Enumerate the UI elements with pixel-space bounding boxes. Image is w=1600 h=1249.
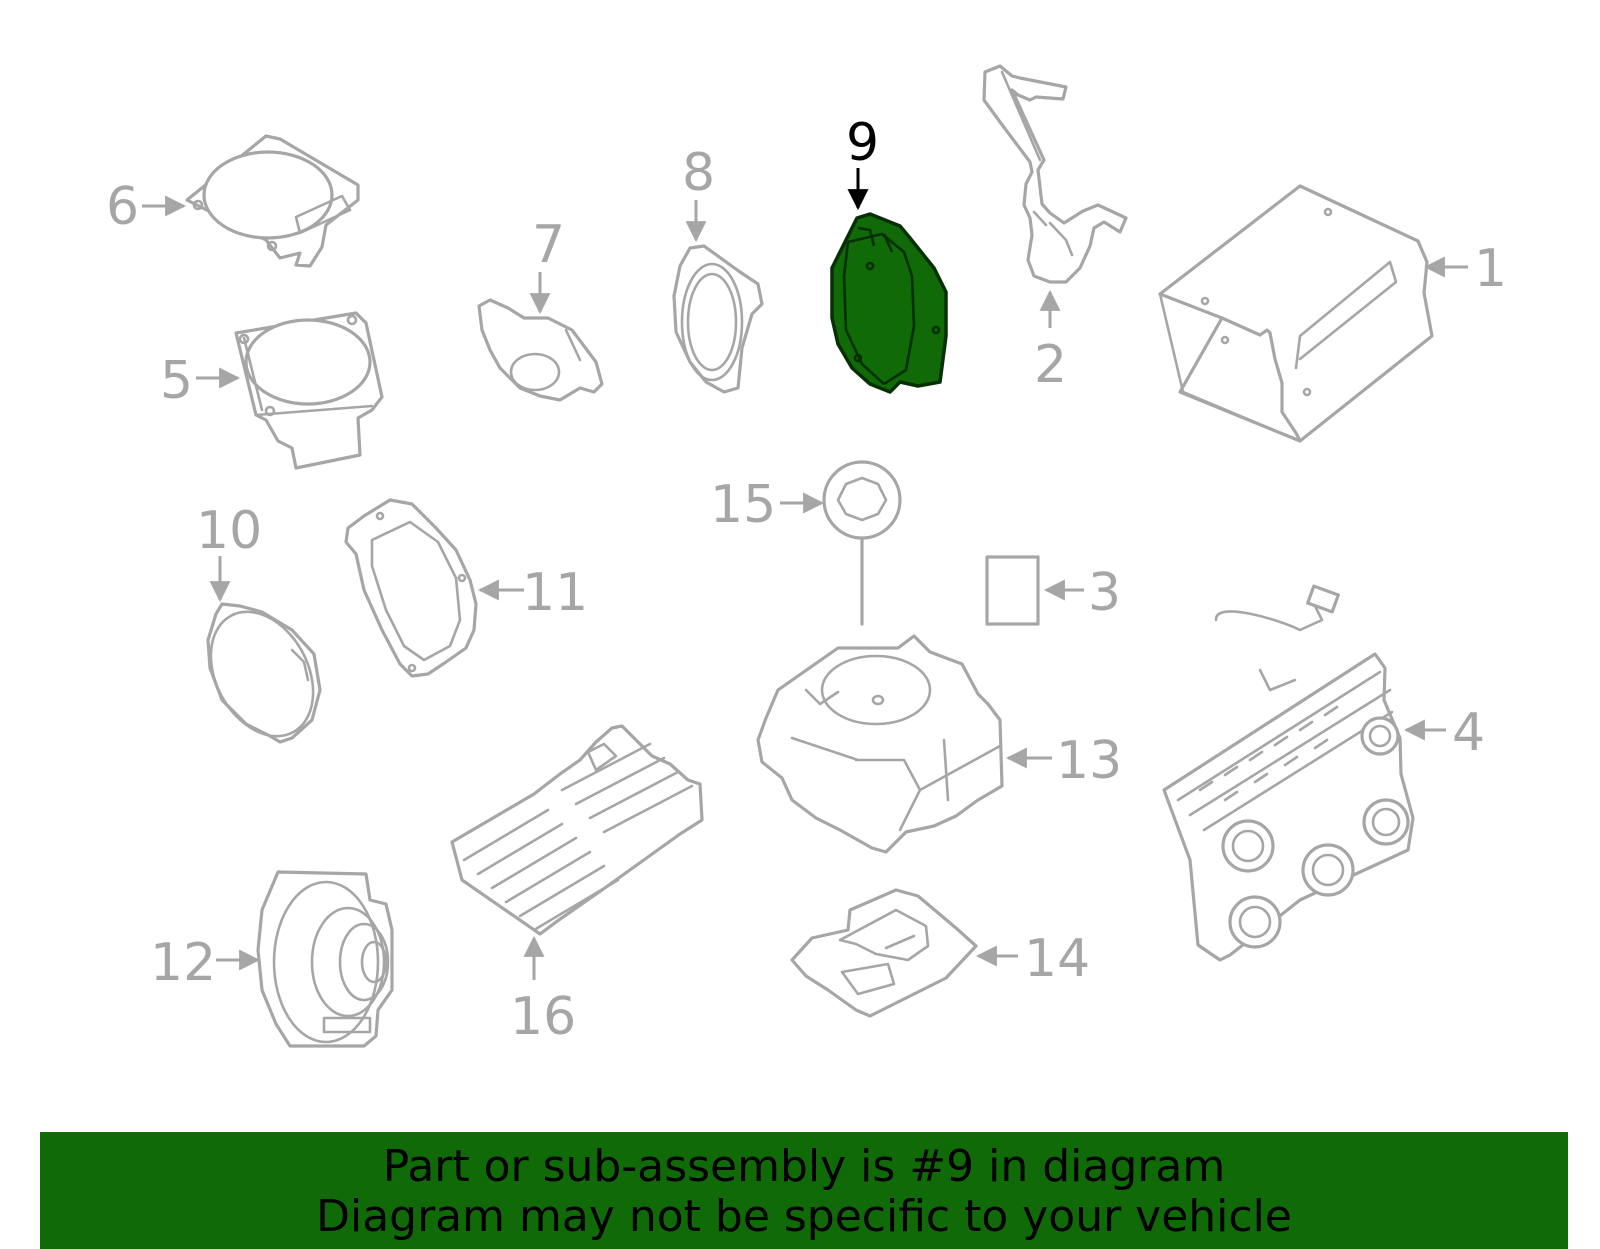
svg-text:1: 1 xyxy=(1474,239,1507,299)
parts-diagram: 1 2 3 4 xyxy=(106,64,1507,1048)
part-4-control-panel[interactable] xyxy=(1162,584,1415,962)
svg-text:11: 11 xyxy=(522,563,588,623)
banner-line-1: Part or sub-assembly is #9 in diagram xyxy=(382,1141,1226,1192)
part-14-module[interactable] xyxy=(790,888,978,1018)
svg-text:5: 5 xyxy=(160,351,193,411)
svg-text:10: 10 xyxy=(196,501,262,561)
svg-text:6: 6 xyxy=(106,177,139,237)
part-11-speaker-bracket[interactable] xyxy=(344,498,478,678)
banner-line-2: Diagram may not be specific to your vehi… xyxy=(316,1191,1292,1242)
svg-text:13: 13 xyxy=(1056,731,1122,791)
callout-1: 1 xyxy=(1423,239,1507,299)
part-13-subwoofer-enclosure[interactable] xyxy=(756,634,1004,854)
part-5-speaker[interactable] xyxy=(234,311,384,470)
part-16-amplifier[interactable] xyxy=(450,724,704,936)
part-2-antenna-cable[interactable] xyxy=(982,64,1128,284)
part-3-label[interactable] xyxy=(985,555,1040,626)
part-9-speaker-adapter[interactable] xyxy=(830,212,948,394)
svg-text:9: 9 xyxy=(846,113,879,173)
callout-5: 5 xyxy=(160,351,241,411)
callout-10: 10 xyxy=(196,501,262,603)
part-1-radio-unit[interactable] xyxy=(1158,184,1434,443)
svg-text:7: 7 xyxy=(532,215,565,275)
svg-text:14: 14 xyxy=(1024,929,1090,989)
callout-15: 15 xyxy=(710,475,825,535)
callout-4: 4 xyxy=(1403,703,1485,763)
callout-8: 8 xyxy=(682,143,715,243)
svg-text:12: 12 xyxy=(150,933,216,993)
svg-text:3: 3 xyxy=(1088,563,1121,623)
callout-16: 16 xyxy=(510,935,576,1047)
part-12-woofer[interactable] xyxy=(256,870,394,1048)
callout-9: 9 xyxy=(846,113,879,211)
info-banner: Part or sub-assembly is #9 in diagram Di… xyxy=(40,1132,1568,1249)
svg-text:15: 15 xyxy=(710,475,776,535)
callout-3: 3 xyxy=(1043,563,1121,623)
callout-6: 6 xyxy=(106,177,187,237)
svg-text:16: 16 xyxy=(510,987,576,1047)
callout-12: 12 xyxy=(150,933,261,993)
svg-text:2: 2 xyxy=(1034,335,1067,395)
callout-2: 2 xyxy=(1034,289,1067,395)
callout-13: 13 xyxy=(1005,731,1122,791)
callout-7: 7 xyxy=(529,215,565,315)
part-7-tweeter[interactable] xyxy=(477,298,604,402)
svg-text:8: 8 xyxy=(682,143,715,203)
callout-11: 11 xyxy=(477,563,588,623)
callout-14: 14 xyxy=(975,929,1090,989)
part-8-speaker[interactable] xyxy=(672,244,764,394)
part-15-bolt[interactable] xyxy=(822,460,902,626)
part-6-speaker[interactable] xyxy=(185,134,360,268)
part-10-tweeter[interactable] xyxy=(190,594,333,754)
svg-text:4: 4 xyxy=(1452,703,1485,763)
